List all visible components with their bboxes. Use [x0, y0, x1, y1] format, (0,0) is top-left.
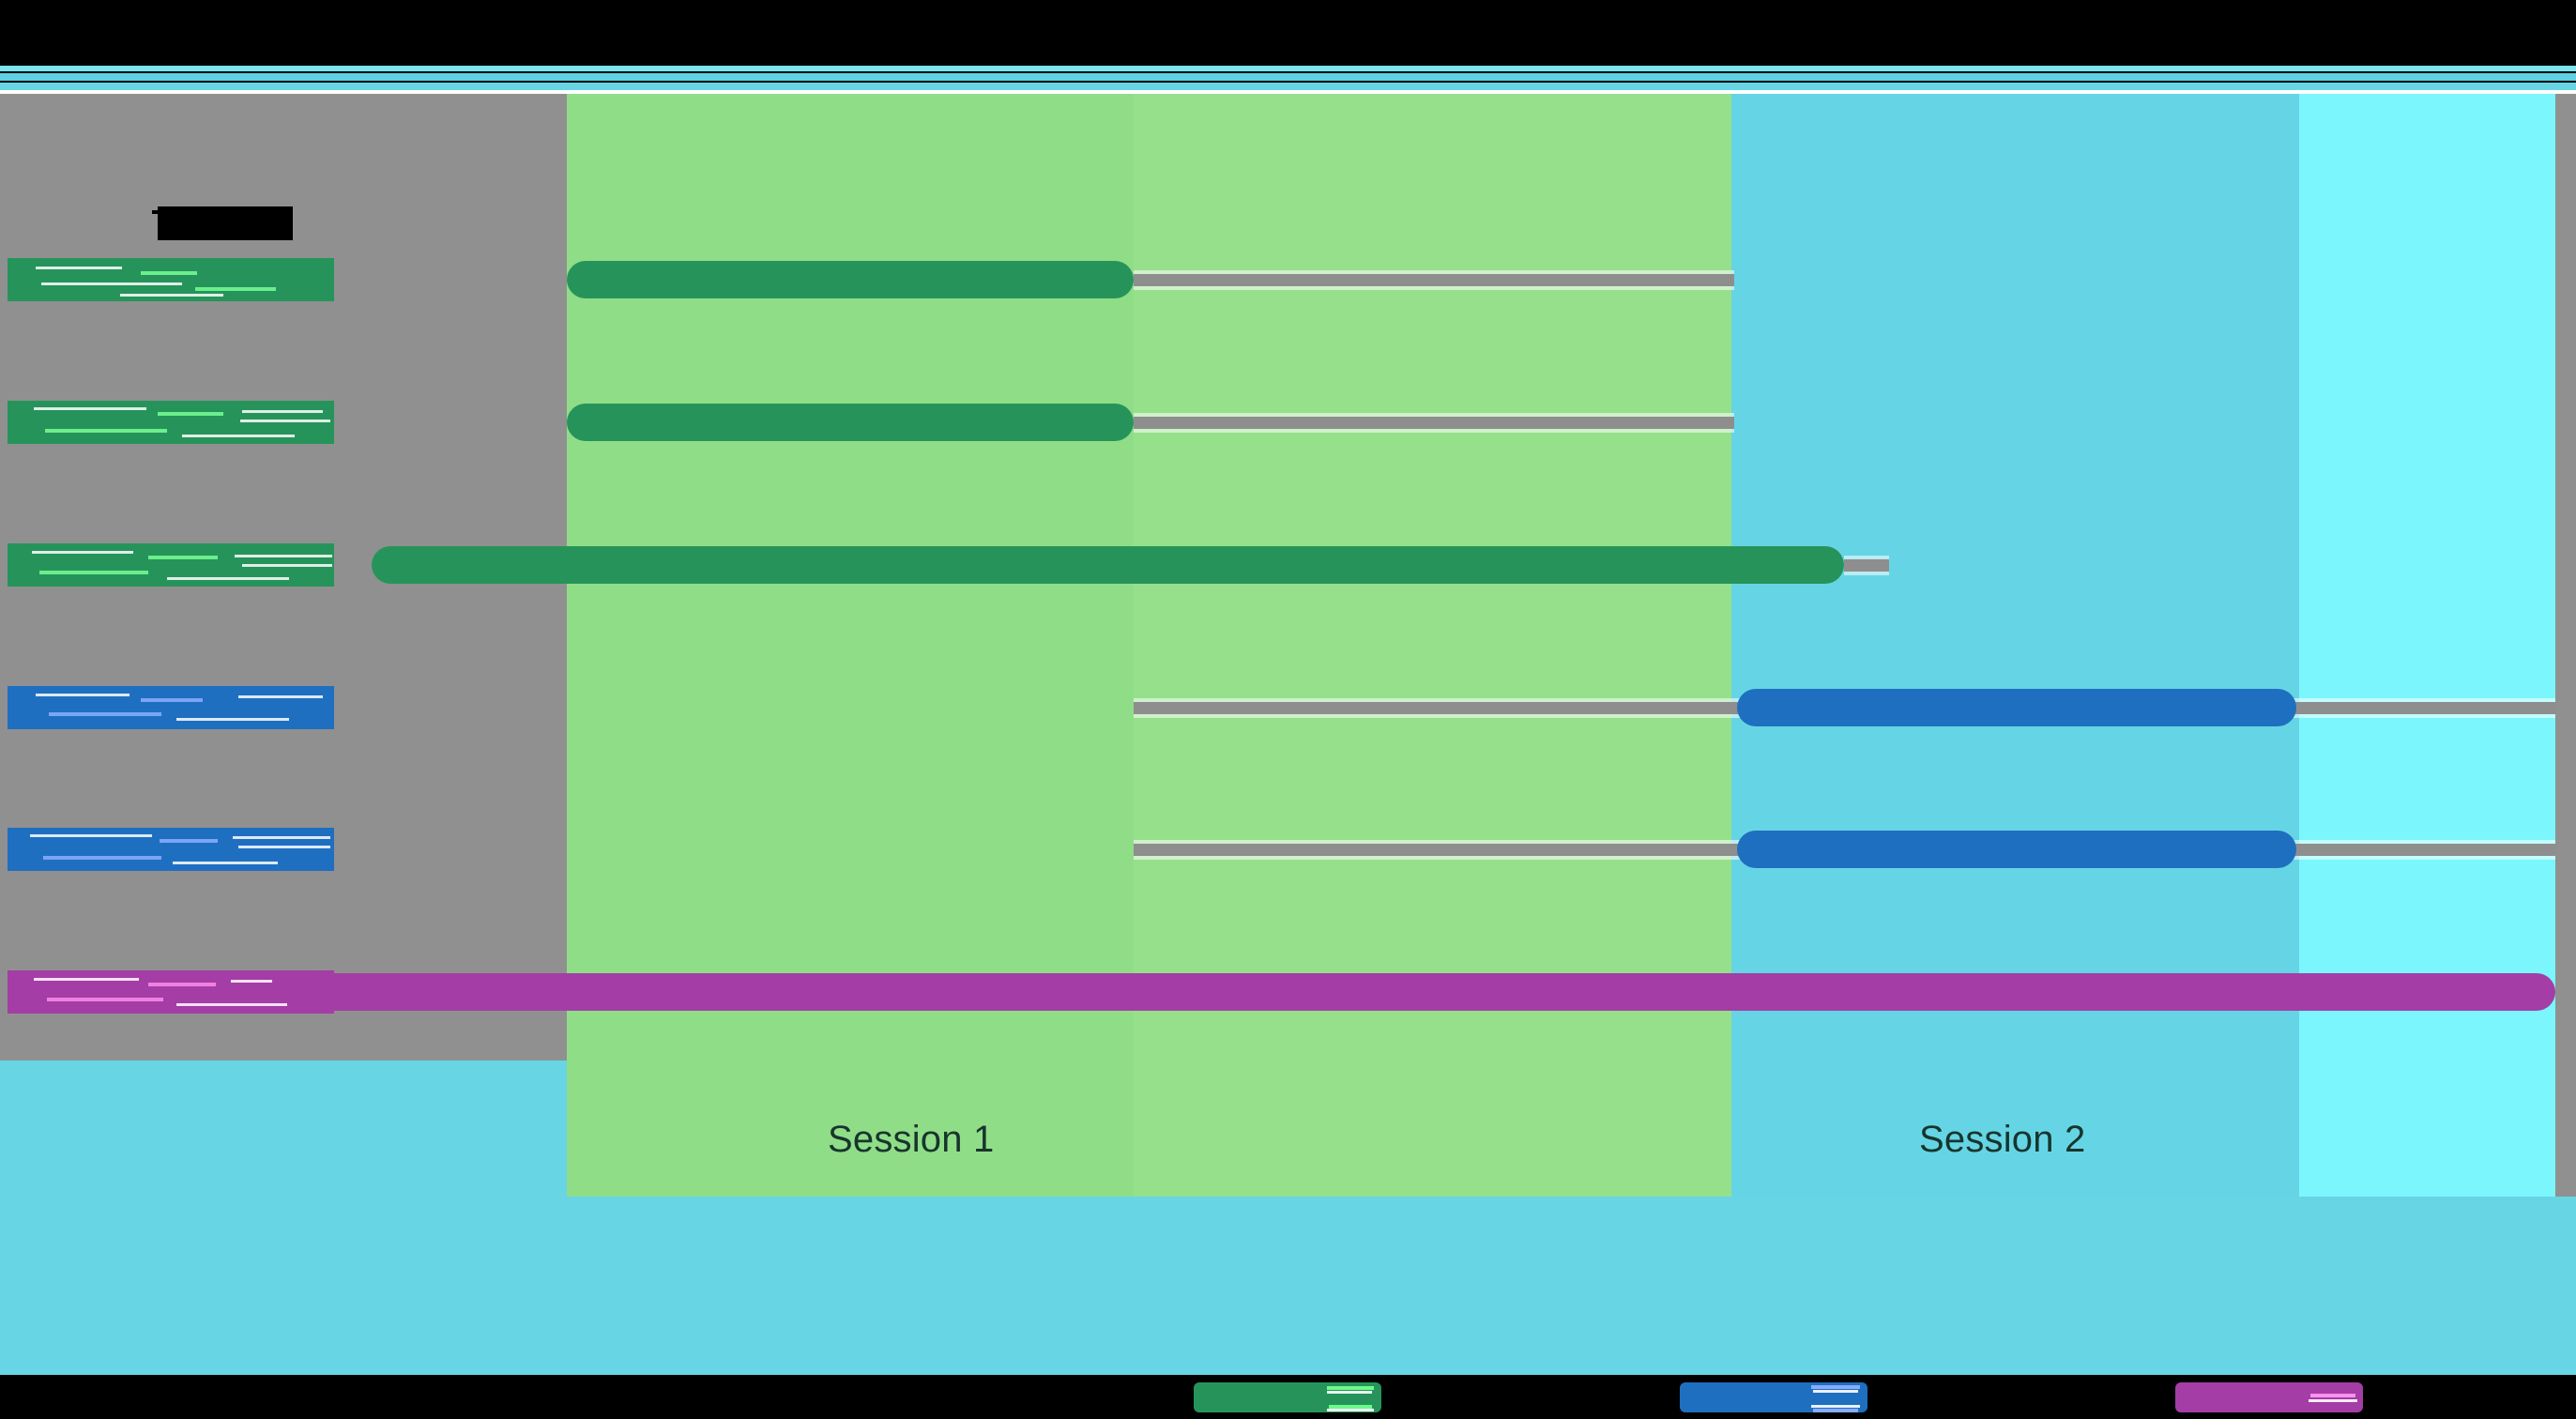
legend-item-green[interactable] — [1194, 1382, 1381, 1412]
session-band-3 — [2299, 94, 2555, 1197]
table-row[interactable] — [0, 382, 2555, 463]
task-rail — [1134, 274, 1734, 286]
gantt-chart: Session 1 Session 2 — [0, 94, 2555, 1197]
gantt-bar-green[interactable] — [567, 261, 1134, 298]
gantt-bar-blue[interactable] — [1737, 689, 2296, 726]
top-accent-line-light — [0, 66, 2576, 71]
top-accent-line-dark — [0, 73, 2576, 81]
session-1-label: Session 1 — [828, 1119, 995, 1160]
session-2-label: Session 2 — [1919, 1119, 2086, 1160]
table-row[interactable] — [0, 525, 2555, 605]
legend-swatch-green — [1194, 1382, 1325, 1412]
gantt-bar-magenta[interactable] — [306, 973, 2555, 1011]
vertical-scrollbar[interactable] — [2555, 94, 2576, 1197]
task-rail — [1844, 559, 1889, 572]
task-label-redacted — [8, 258, 334, 301]
redacted-header-block — [152, 206, 293, 240]
task-label-redacted — [8, 828, 334, 871]
table-row[interactable] — [0, 667, 2555, 748]
table-row[interactable] — [0, 952, 2555, 1032]
task-label-redacted — [8, 970, 334, 1014]
header-divider — [0, 90, 2576, 94]
task-label-redacted — [8, 401, 334, 444]
table-row[interactable] — [0, 239, 2555, 320]
gantt-bar-green[interactable] — [372, 546, 1844, 584]
legend-item-blue[interactable] — [1680, 1382, 1867, 1412]
task-label-redacted — [8, 543, 334, 587]
legend-item-magenta[interactable] — [2175, 1382, 2363, 1412]
task-rail — [1134, 417, 1734, 429]
legend-swatch-magenta — [2175, 1382, 2307, 1412]
task-label-redacted — [8, 686, 334, 729]
session-band-2 — [1731, 94, 2299, 1197]
table-row[interactable] — [0, 809, 2555, 890]
gantt-bar-blue[interactable] — [1737, 831, 2296, 868]
gantt-bar-green[interactable] — [567, 404, 1134, 441]
legend-swatch-blue — [1680, 1382, 1811, 1412]
chart-legend — [0, 1375, 2576, 1419]
